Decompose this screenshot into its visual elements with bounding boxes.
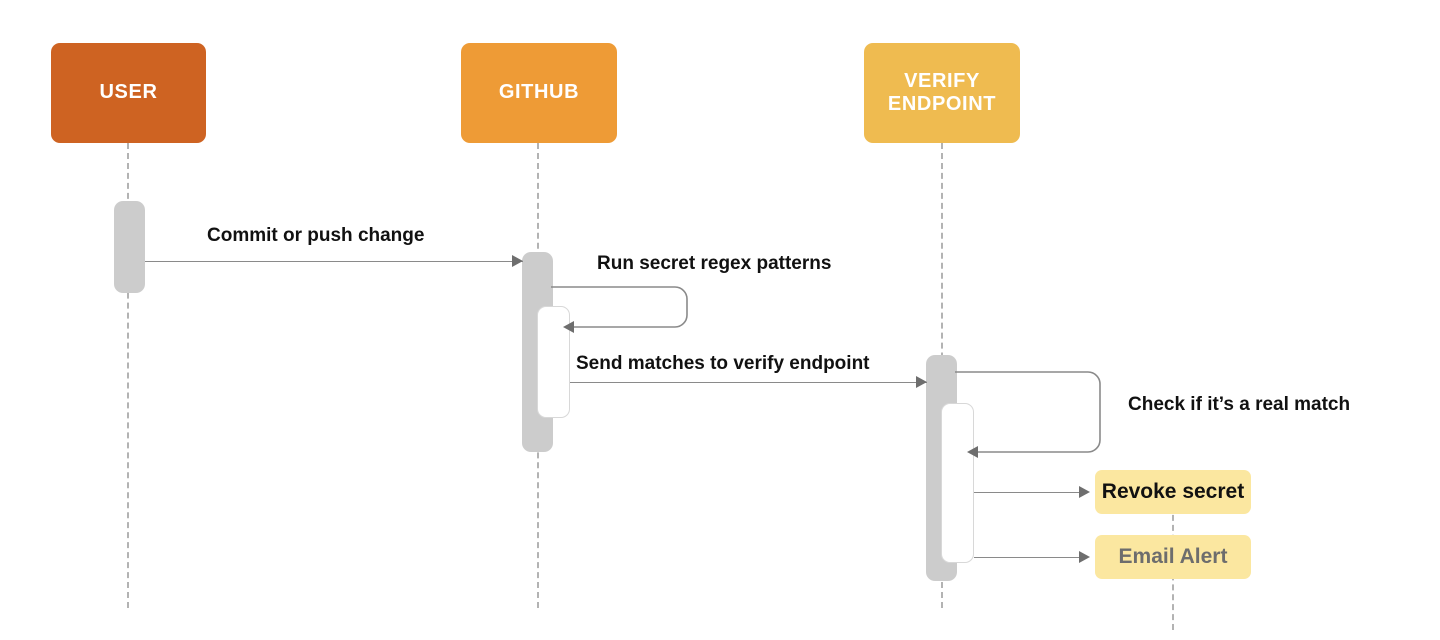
note-email-alert[interactable]: Email Alert (1095, 535, 1251, 579)
activation-verify-nested (941, 403, 974, 563)
message-selfloop-run-secret-regex-patterns (551, 285, 701, 331)
message-arrowhead-revoke-secret (1079, 486, 1090, 498)
message-arrowhead-commit-or-push-change (512, 255, 523, 267)
activation-user (114, 201, 145, 293)
note-revoke-secret[interactable]: Revoke secret (1095, 470, 1251, 514)
message-arrowhead-run-secret-regex-patterns (563, 321, 574, 333)
actor-user[interactable]: USER (51, 43, 206, 143)
message-arrowhead-email-alert (1079, 551, 1090, 563)
message-line-email-alert (974, 557, 1084, 558)
message-arrowhead-check-if-its-a-real-match (967, 446, 978, 458)
actor-verify-endpoint-label: VERIFY ENDPOINT (887, 69, 997, 115)
selfloop-path-verify (955, 371, 1101, 453)
note-revoke-secret-label: Revoke secret (1101, 480, 1245, 503)
actor-verify-endpoint[interactable]: VERIFY ENDPOINT (864, 43, 1020, 143)
actor-user-label: USER (99, 81, 158, 104)
note-email-alert-label: Email Alert (1118, 545, 1228, 568)
message-line-send-matches-to-verify-endpoint (570, 382, 927, 383)
message-label-run-secret-regex-patterns: Run secret regex patterns (597, 253, 832, 274)
lifeline-user (127, 143, 129, 608)
message-label-send-matches-to-verify-endpoint: Send matches to verify endpoint (576, 353, 870, 374)
message-label-commit-or-push-change: Commit or push change (207, 225, 425, 246)
actor-github-label: GITHUB (498, 81, 580, 104)
message-label-check-if-its-a-real-match: Check if it’s a real match (1128, 394, 1351, 415)
actor-github[interactable]: GITHUB (461, 43, 617, 143)
selfloop-path-github (551, 286, 688, 328)
message-selfloop-check-if-its-a-real-match (955, 370, 1125, 458)
message-line-revoke-secret (974, 492, 1084, 493)
message-arrowhead-send-matches-to-verify-endpoint (916, 376, 927, 388)
message-line-commit-or-push-change (145, 261, 523, 262)
